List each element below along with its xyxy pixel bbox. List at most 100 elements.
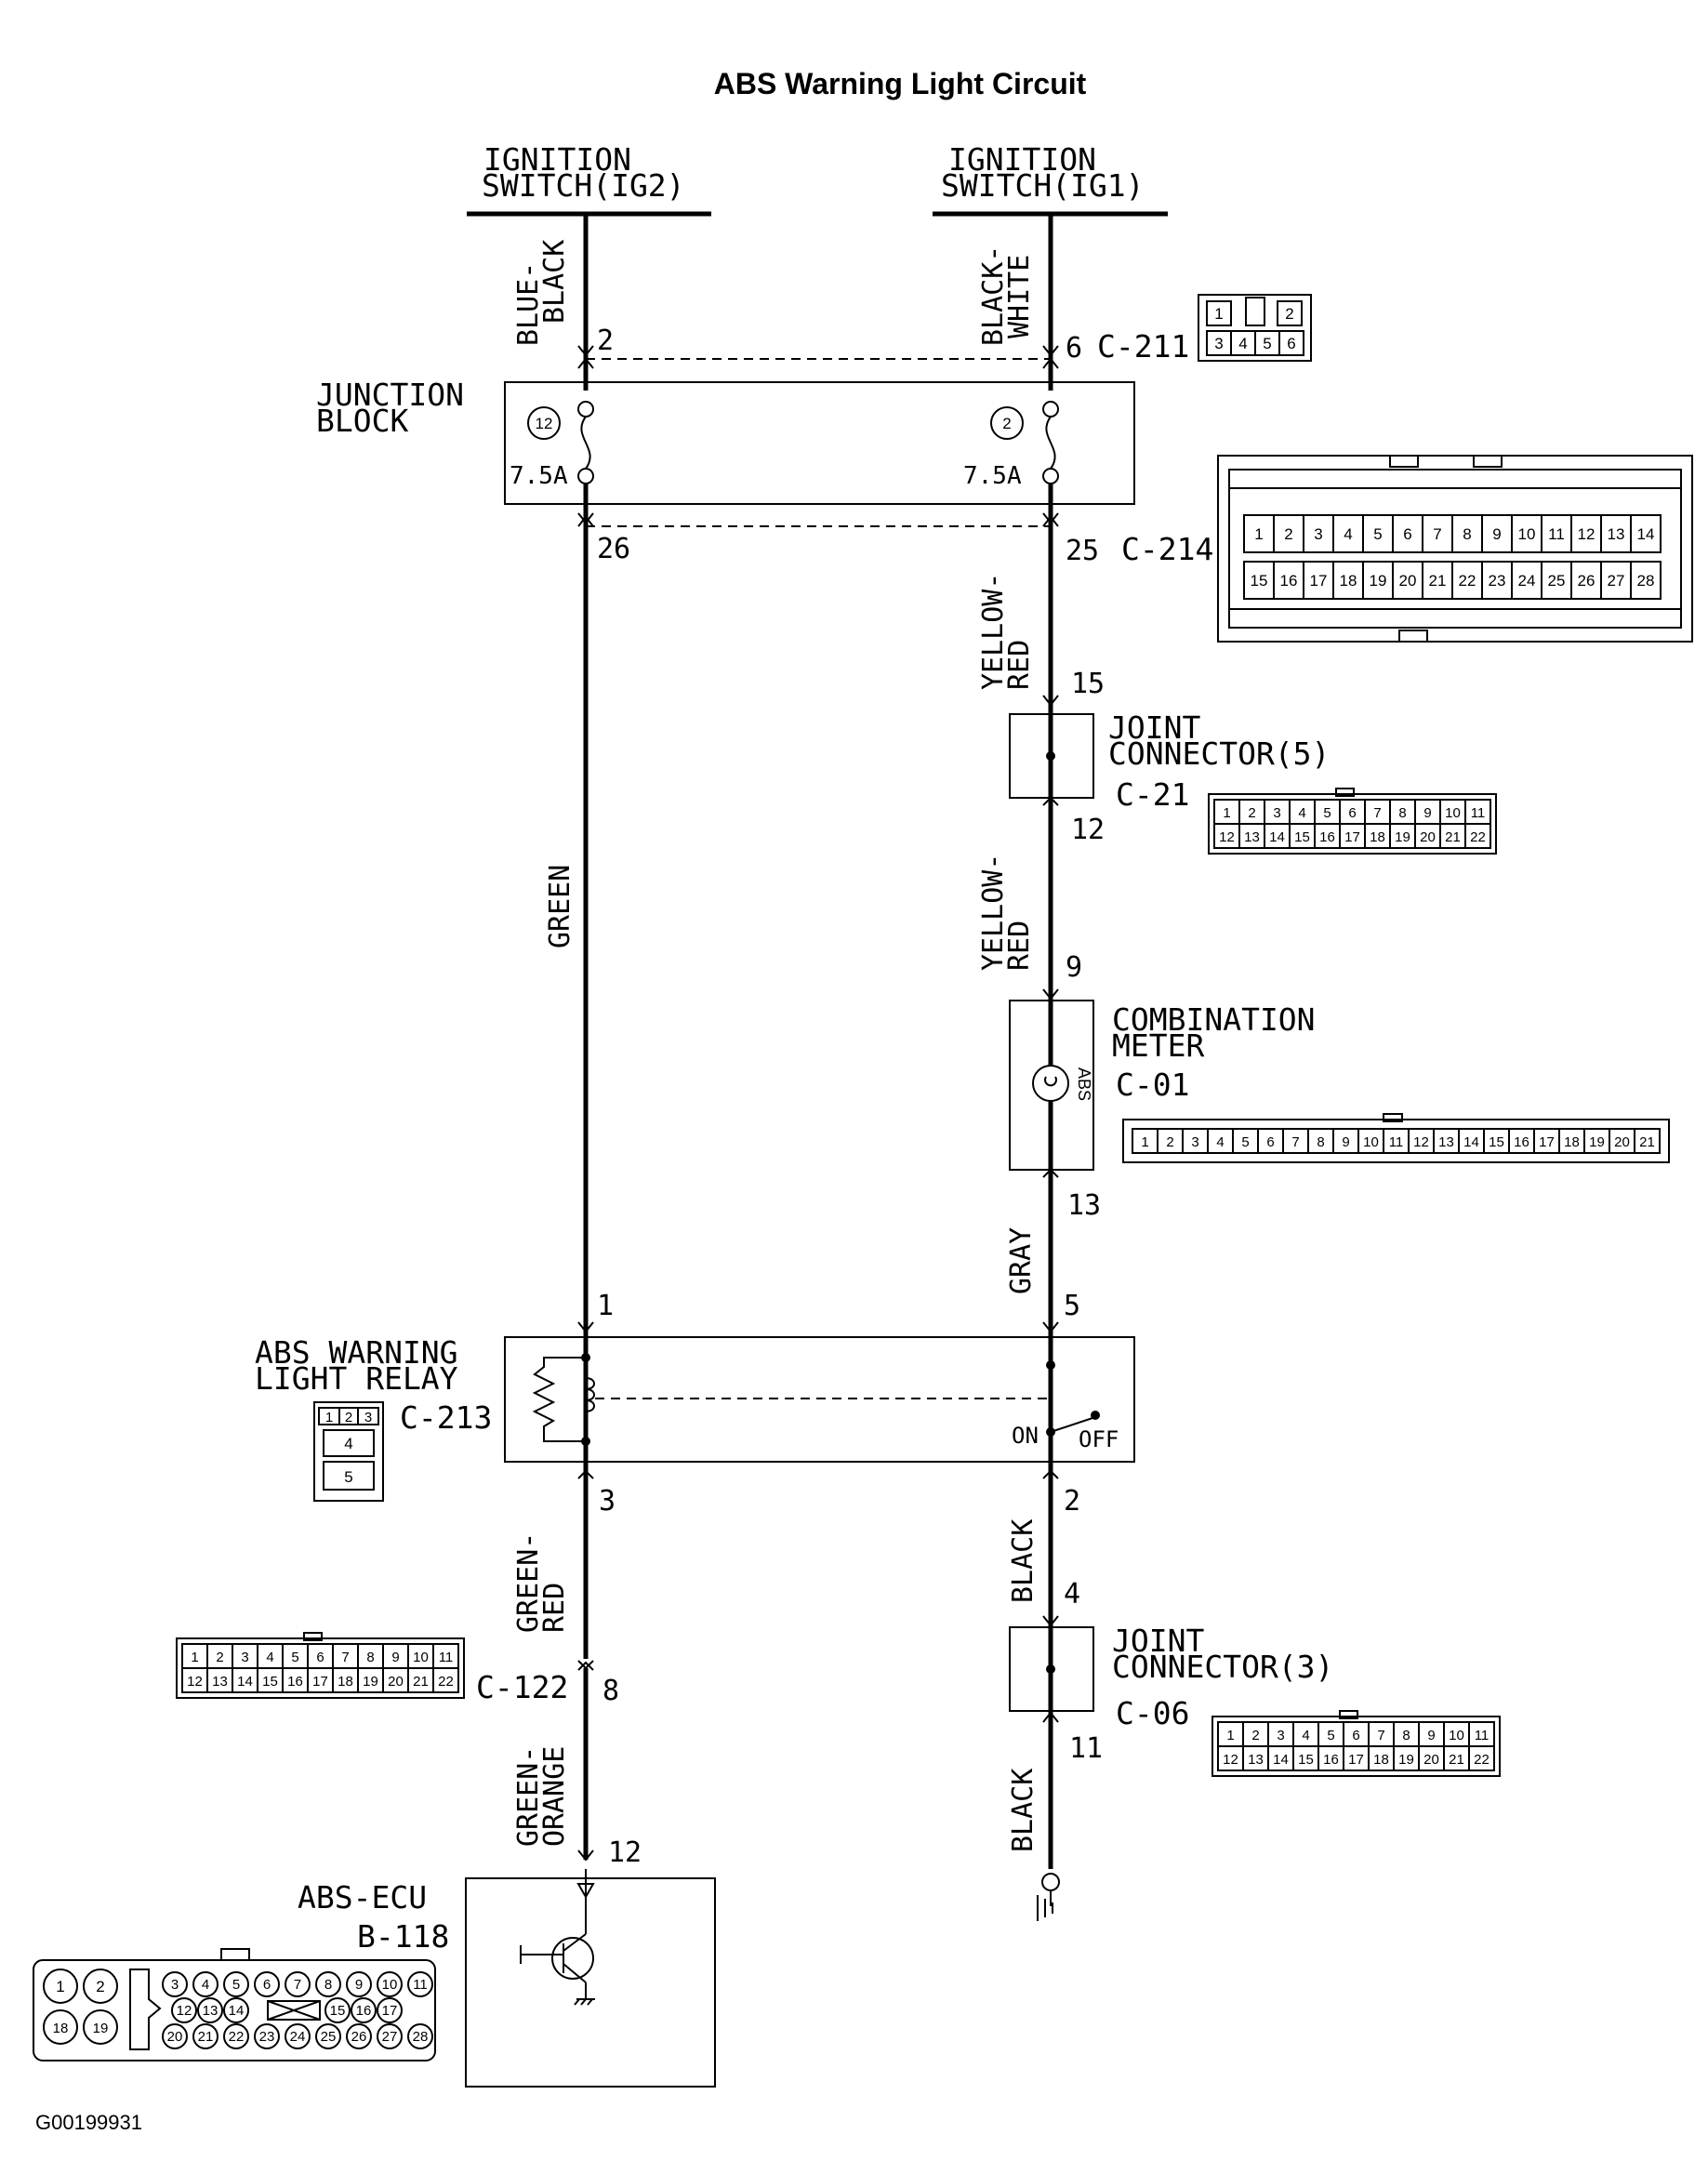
c01-cavity-6: 6 <box>1266 1134 1274 1150</box>
abs-warning-light-relay: ON OFF ABS WARNING LIGHT RELAY <box>255 1307 1135 1471</box>
c06-cavity-12: 12 <box>1223 1752 1238 1768</box>
b118-cavity-2: 2 <box>96 1978 104 1995</box>
wire-label-yellow-red-2b: RED <box>1003 921 1036 971</box>
c06-cavity-7: 7 <box>1377 1728 1384 1743</box>
c01-cavity-15: 15 <box>1489 1134 1504 1150</box>
c214-cavity-box <box>1630 561 1662 600</box>
c122-cavity-16: 16 <box>287 1674 303 1690</box>
jc3-label-2: CONNECTOR(3) <box>1112 1649 1333 1685</box>
wire-label-black-white-1: BLACK- <box>977 245 1010 346</box>
b118-cavity-24: 24 <box>290 2029 306 2045</box>
c21-cavity-9: 9 <box>1423 805 1431 821</box>
abs-ecu: ABS-ECU <box>298 1869 716 2088</box>
c21-cavity-22: 22 <box>1470 829 1486 845</box>
c21-cavity-2: 2 <box>1248 805 1255 821</box>
relay-off-label: OFF <box>1079 1426 1119 1452</box>
c122-cavity-box <box>432 1667 459 1693</box>
wire-label-yellow-red-1b: RED <box>1003 640 1036 690</box>
b118-cavity-13: 13 <box>203 2003 218 2019</box>
wire-label-black-white-2: WHITE <box>1003 255 1036 338</box>
wire-label-black-1: BLACK <box>1007 1519 1039 1603</box>
c21-cavity-5: 5 <box>1323 805 1331 821</box>
c21-cavity-16: 16 <box>1319 829 1335 845</box>
c214-cavity-20: 20 <box>1399 572 1417 590</box>
c01-cavity-10: 10 <box>1363 1134 1379 1150</box>
joint-connector-3: JOINT CONNECTOR(3) <box>1009 1623 1333 1712</box>
c122-cavity-21: 21 <box>413 1674 429 1690</box>
joint-connector-5: JOINT CONNECTOR(5) <box>1009 709 1330 799</box>
b118-cavity-21: 21 <box>198 2029 214 2045</box>
c06-cavity-1: 1 <box>1226 1728 1234 1743</box>
c21-cavity-8: 8 <box>1398 805 1406 821</box>
b118-cavity-25: 25 <box>321 2029 337 2045</box>
c214-cavity-9: 9 <box>1492 525 1501 543</box>
c01-cavity-16: 16 <box>1514 1134 1529 1150</box>
c21-cavity-17: 17 <box>1344 829 1360 845</box>
c01-cavity-19: 19 <box>1589 1134 1605 1150</box>
c06-cavity-11: 11 <box>1475 1728 1490 1743</box>
c21-cavity-10: 10 <box>1445 805 1461 821</box>
c211-face: 1 2 3 4 5 6 <box>1198 294 1312 362</box>
c01-cavity-1: 1 <box>1141 1134 1148 1150</box>
b118-cavity-16: 16 <box>356 2003 372 2019</box>
meter-label-2: METER <box>1112 1027 1204 1064</box>
c01-cavity-box <box>1634 1128 1661 1154</box>
b118-cavity-19: 19 <box>93 2021 109 2036</box>
fuse-2-number: 2 <box>1002 415 1011 432</box>
c213-cavity-4: 4 <box>344 1435 352 1452</box>
c214-cavity-15: 15 <box>1251 572 1268 590</box>
c06-cavity-20: 20 <box>1423 1752 1439 1768</box>
c214-cavity-5: 5 <box>1373 525 1382 543</box>
c122-cavity-15: 15 <box>262 1674 278 1690</box>
wire-label-green: GREEN <box>544 865 576 948</box>
pin-26: 26 <box>597 533 630 565</box>
c213-cavity-5: 5 <box>344 1468 352 1486</box>
pin-2-relay: 2 <box>1064 1485 1080 1518</box>
ignition-switch-ig1: IGNITION SWITCH(IG1) <box>933 141 1168 217</box>
c122-cavity-6: 6 <box>316 1650 324 1665</box>
c214-cavity-27: 27 <box>1608 572 1625 590</box>
b118-cavity-3: 3 <box>171 1977 179 1993</box>
pin-5: 5 <box>1064 1290 1080 1322</box>
pin-3: 3 <box>599 1485 616 1518</box>
c01-cavity-3: 3 <box>1191 1134 1198 1150</box>
c214-cavity-12: 12 <box>1578 525 1595 543</box>
c214-cavity-26: 26 <box>1578 572 1595 590</box>
b118-cavity-15: 15 <box>330 2003 346 2019</box>
c214-cavity-box <box>1630 514 1662 553</box>
c214-cavity-19: 19 <box>1370 572 1387 590</box>
c21-cavity-18: 18 <box>1370 829 1385 845</box>
c213-cavity-2: 2 <box>345 1410 352 1425</box>
jc5-label-2: CONNECTOR(5) <box>1108 736 1330 772</box>
wire-label-yellow-red-1a: YELLOW- <box>977 573 1010 690</box>
c213-face: 1 2 3 4 5 <box>313 1401 384 1502</box>
pin-25: 25 <box>1066 535 1099 567</box>
c06-cavity-18: 18 <box>1373 1752 1389 1768</box>
c122-cavity-1: 1 <box>191 1650 198 1665</box>
c214-cavity-14: 14 <box>1637 525 1655 543</box>
pin-11: 11 <box>1069 1732 1103 1765</box>
c21-cavity-6: 6 <box>1348 805 1356 821</box>
c214-cavity-7: 7 <box>1433 525 1441 543</box>
c122-cavity-4: 4 <box>266 1650 273 1665</box>
ecu-transistor <box>551 1937 594 1980</box>
c211-cavity-6: 6 <box>1287 335 1295 352</box>
c214-cavity-8: 8 <box>1463 525 1471 543</box>
ig1-label-line1: IGNITION <box>948 141 1096 178</box>
c01-cavity-17: 17 <box>1539 1134 1555 1150</box>
c01-cavity-9: 9 <box>1342 1134 1349 1150</box>
figure-code: G00199931 <box>35 2111 142 2134</box>
c211-cavity-4: 4 <box>1238 335 1247 352</box>
c122-cavity-11: 11 <box>439 1650 454 1665</box>
c214-cavity-23: 23 <box>1489 572 1506 590</box>
pin-4: 4 <box>1064 1578 1080 1611</box>
c21-cavity-7: 7 <box>1373 805 1381 821</box>
c06-cavity-17: 17 <box>1348 1752 1364 1768</box>
b118-cavity-22: 22 <box>229 2029 245 2045</box>
c122-cavity-5: 5 <box>291 1650 298 1665</box>
